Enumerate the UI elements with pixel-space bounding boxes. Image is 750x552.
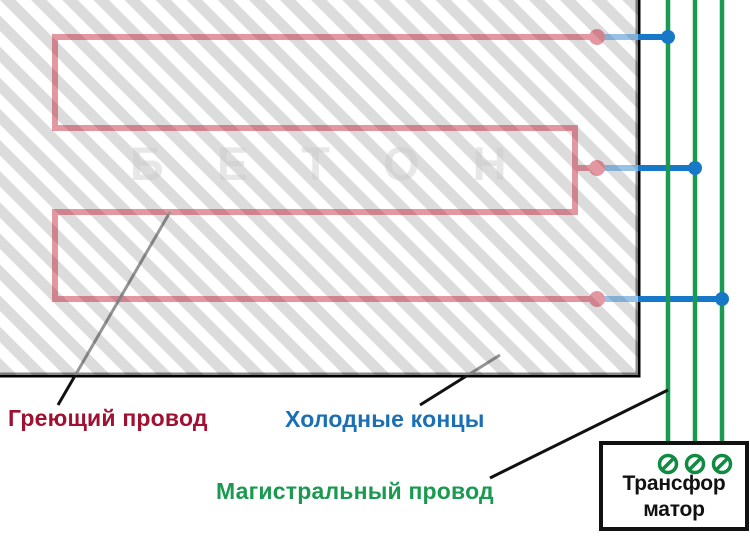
- transformer-label-line-1: Трансфор: [622, 472, 726, 495]
- transformer-label-line-2: матор: [643, 498, 705, 521]
- cold-end-junction-dot: [661, 30, 675, 44]
- label-main-wire: Магистральный провод: [216, 478, 494, 504]
- transformer-terminal-3: [711, 453, 733, 475]
- concrete-watermark-text: Б Е Т О Н: [130, 137, 527, 190]
- cold-end-junction-dot: [688, 161, 702, 175]
- heating-wire-terminal-dot: [589, 29, 605, 45]
- label-heating-wire: Греющий провод: [8, 405, 208, 431]
- label-cold-ends: Холодные концы: [285, 406, 485, 432]
- heating-wire-terminal-dot: [589, 291, 605, 307]
- transformer-terminal-1: [657, 453, 679, 475]
- heating-wire-terminal-dot: [589, 160, 605, 176]
- concrete-wall-outline: [0, 0, 641, 378]
- leader-line-main-wire: [489, 388, 669, 480]
- transformer-terminal-2: [684, 453, 706, 475]
- cold-end-junction-dot: [715, 292, 729, 306]
